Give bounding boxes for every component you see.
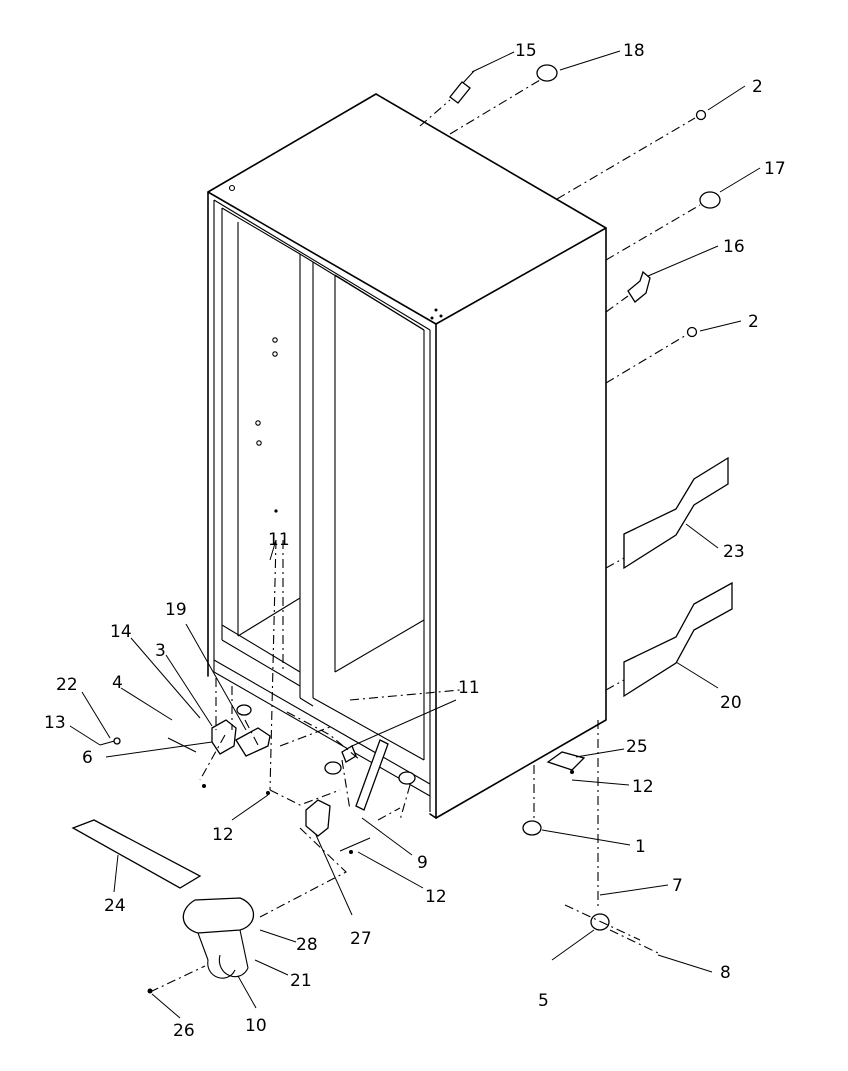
- callout-24: 24: [104, 896, 126, 916]
- part-17-cap: [699, 191, 721, 209]
- part-2-plug-upper: [695, 109, 707, 121]
- part-2-plug-lower: [686, 326, 698, 338]
- callout-11-left: 11: [268, 530, 290, 550]
- part-5-roller: [590, 913, 610, 931]
- part-25-bracket: [546, 751, 586, 771]
- part-9-drain-tube: [355, 739, 389, 811]
- callout-27: 27: [350, 929, 372, 949]
- callout-3: 3: [155, 641, 166, 661]
- callout-12-left: 12: [212, 825, 234, 845]
- part-foot-right: [398, 771, 416, 785]
- part-foot-left: [236, 704, 252, 716]
- part-27-bracket: [305, 799, 331, 837]
- part-20-insulation: [623, 581, 733, 698]
- callout-8: 8: [720, 963, 731, 983]
- callout-28: 28: [296, 935, 318, 955]
- refrigerator-cabinet: [207, 93, 607, 819]
- callout-13: 13: [44, 713, 66, 733]
- callout-2-lower: 2: [748, 312, 759, 332]
- part-1-foot: [522, 820, 542, 836]
- callout-14: 14: [110, 622, 132, 642]
- callout-2-upper: 2: [752, 77, 763, 97]
- callout-19: 19: [165, 600, 187, 620]
- assembly-lines: [149, 79, 701, 993]
- callout-21: 21: [290, 971, 312, 991]
- parts: [71, 64, 733, 994]
- part-16-bracket: [627, 270, 651, 303]
- callout-7: 7: [672, 876, 683, 896]
- part-10-tube: [182, 897, 255, 934]
- callout-15: 15: [515, 41, 537, 61]
- callout-6: 6: [82, 748, 93, 768]
- part-foot-center: [324, 761, 342, 775]
- callout-4: 4: [112, 673, 123, 693]
- callout-10: 10: [245, 1016, 267, 1036]
- part-19-bracket: [235, 727, 271, 757]
- part-15-valve: [449, 81, 471, 104]
- callout-5: 5: [538, 991, 549, 1011]
- callout-16: 16: [723, 237, 745, 257]
- leader-lines: [69, 50, 761, 1019]
- callout-12-right: 12: [632, 777, 654, 797]
- callout-20: 20: [720, 693, 742, 713]
- callout-11-right: 11: [458, 678, 480, 698]
- callout-9: 9: [417, 853, 428, 873]
- callout-labels: 15 18 2 17 16 2 23 20 25 12 1 7 8 5 11 1…: [44, 41, 786, 1041]
- callout-22: 22: [56, 675, 78, 695]
- part-18-cap: [536, 64, 558, 82]
- part-24-kickplate: [71, 819, 202, 889]
- part-23-insulation: [623, 456, 729, 570]
- callout-26: 26: [173, 1021, 195, 1041]
- part-11-clip: [341, 745, 357, 763]
- callout-23: 23: [723, 542, 745, 562]
- callout-17: 17: [764, 159, 786, 179]
- callout-12-center: 12: [425, 887, 447, 907]
- callout-18: 18: [623, 41, 645, 61]
- callout-25: 25: [626, 737, 648, 757]
- callout-1: 1: [635, 837, 646, 857]
